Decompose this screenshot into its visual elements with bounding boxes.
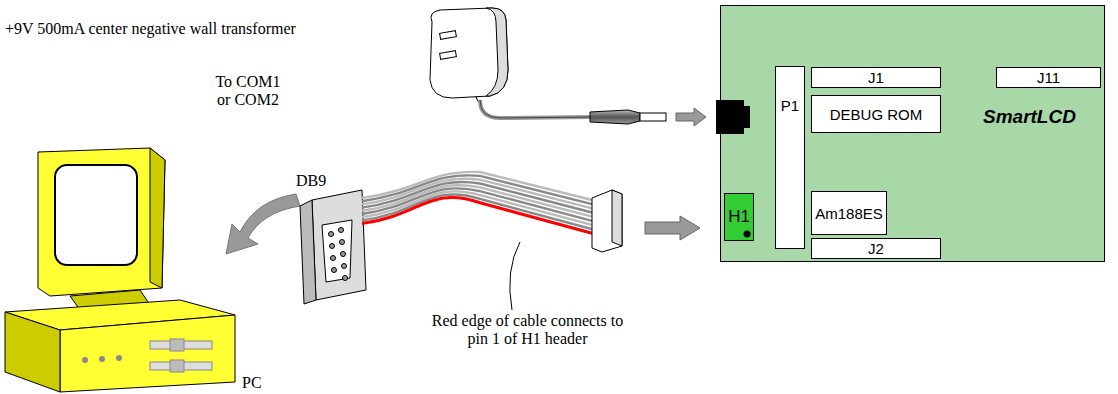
part-label: H1 (728, 207, 750, 227)
cable-note: Red edge of cable connects to pin 1 of H… (420, 312, 635, 348)
port-note: To COM1 or COM2 (212, 73, 284, 109)
insert-arrow (676, 108, 706, 126)
power-cord (480, 100, 592, 118)
wall-transformer (430, 8, 508, 104)
power-plug (590, 110, 640, 124)
board-name: SmartLCD (983, 106, 1076, 128)
insert-arrow (645, 216, 700, 240)
power-jack-body (744, 106, 750, 128)
serial-header: H1 (724, 193, 754, 241)
part-label: J2 (868, 240, 884, 257)
leader-line (510, 242, 520, 310)
rom-chip: DEBUG ROM (811, 95, 941, 133)
power-cord-edge (480, 100, 592, 118)
ribbon-cable (362, 172, 592, 233)
circuit-board: SmartLCD J1 J11DEBUG ROM P1Am188ES H1J2 (720, 5, 1105, 262)
pc-computer (5, 148, 235, 392)
board-ground (720, 5, 1105, 262)
header-plug-side (612, 190, 622, 246)
part-label: J11 (1037, 69, 1060, 86)
connector-header: J2 (811, 238, 941, 259)
curved-arrow (226, 194, 300, 254)
part-label: Am188ES (815, 205, 883, 222)
connector-header: J1 (811, 67, 941, 88)
plug-tip (640, 113, 666, 121)
db9-connector (300, 190, 366, 304)
red-edge-wire (362, 197, 592, 233)
part-label: J1 (868, 69, 884, 86)
connector-label: DB9 (296, 172, 326, 190)
pc-label: PC (242, 374, 262, 392)
connector-header: P1 (775, 66, 805, 249)
connector-header: J11 (996, 67, 1101, 88)
pin1-dot (743, 230, 751, 238)
header-plug (592, 190, 622, 252)
processor-chip: Am188ES (811, 191, 887, 235)
part-label: P1 (781, 97, 799, 114)
part-label: DEBUG ROM (830, 106, 923, 123)
power-note: +9V 500mA center negative wall transform… (5, 20, 296, 38)
